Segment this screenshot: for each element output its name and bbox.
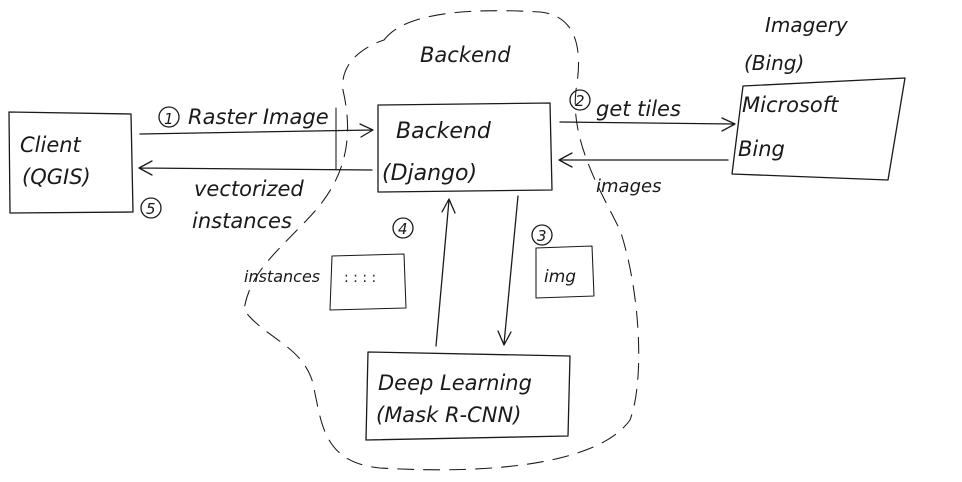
step1-circle (158, 106, 180, 128)
arrow-images (558, 152, 729, 168)
images-label: images (596, 176, 661, 197)
instances-table (329, 253, 407, 311)
step5-label-line2: instances (192, 209, 292, 233)
step4-circle (392, 217, 414, 239)
bing-box-label-line1: Microsoft (742, 93, 839, 117)
step2-label: get tiles (596, 97, 681, 121)
backend-region-label: Backend (420, 43, 511, 67)
client-box (8, 111, 134, 214)
step2-number: 2 (575, 92, 585, 110)
deep-learning-label-line1: Deep Learning (378, 371, 532, 395)
arrow-from-deep-learning (435, 198, 456, 347)
deep-learning-box (365, 351, 571, 441)
imagery-label-line2: (Bing) (744, 51, 804, 75)
instances-dots: : : : : (344, 270, 376, 286)
step4-number: 4 (398, 220, 408, 238)
arrow-get-tiles (559, 117, 736, 132)
step3-circle (531, 224, 553, 246)
step1-number: 1 (164, 110, 174, 128)
step2-circle (569, 89, 591, 111)
step3-number: 3 (537, 227, 547, 245)
step5-number: 5 (146, 200, 156, 218)
backend-box (377, 102, 553, 193)
instances-label: instances (244, 267, 320, 286)
bing-box (731, 77, 906, 181)
step1-label: Raster Image (188, 105, 329, 129)
bing-box-label-line2: Bing (738, 137, 785, 161)
img-tile (535, 245, 595, 299)
arrow-raster-image (139, 123, 374, 138)
client-label-line1: Client (20, 133, 82, 157)
step5-circle (140, 197, 162, 219)
backend-box-label-line1: Backend (396, 119, 492, 144)
step5-label-line1: vectorized (194, 177, 304, 201)
backend-box-label-line2: (Django) (382, 161, 477, 186)
backend-region-outline (243, 10, 640, 471)
img-label: img (544, 267, 576, 287)
arrow-to-deep-learning (497, 195, 519, 346)
client-label-line2: (QGIS) (22, 165, 91, 189)
imagery-label-line1: Imagery (765, 13, 849, 37)
deep-learning-label-line2: (Mask R-CNN) (376, 403, 521, 427)
arrow-vectorized-instances (138, 160, 373, 176)
